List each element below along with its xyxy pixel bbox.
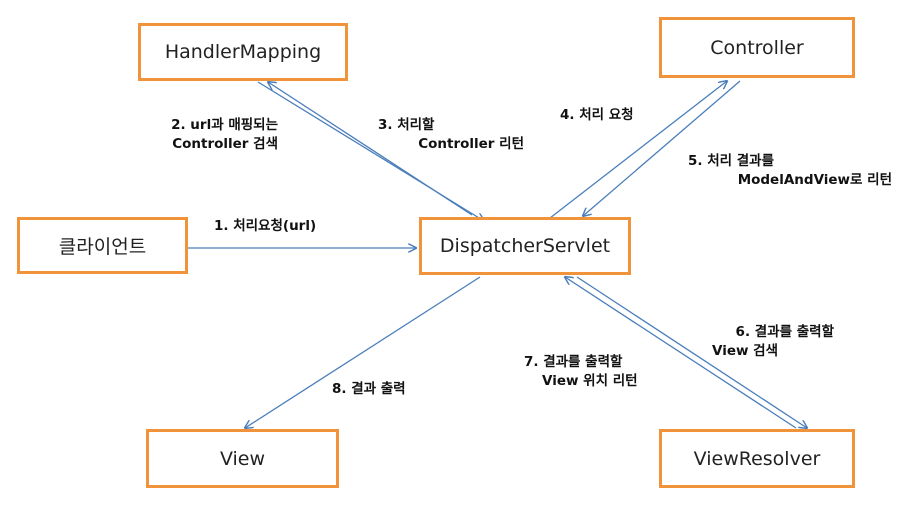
label-step4: 4. 처리 요청	[560, 107, 634, 123]
view-resolver-box: ViewResolver	[659, 429, 855, 488]
controller-box: Controller	[659, 17, 855, 78]
label-step7-line2: View 위치 리턴	[542, 373, 638, 389]
label-step7-line1: 7. 결과를 출력할	[524, 354, 623, 370]
label-step3-line2: Controller 리턴	[418, 136, 524, 152]
label-step2: 2. url과 매핑되는 Controller 검색	[130, 116, 278, 154]
label-step6-line2: View 검색	[712, 343, 779, 359]
label-step5-line1: 5. 처리 결과를	[688, 153, 775, 169]
label-step6: 6. 결과를 출력할 View 검색	[702, 323, 834, 361]
handler-mapping-box: HandlerMapping	[138, 23, 348, 81]
label-step8: 8. 결과 출력	[332, 381, 406, 397]
label-step6-line1: 6. 결과를 출력할	[735, 324, 834, 340]
label-step5: 5. 처리 결과를 ModelAndView로 리턴	[684, 152, 892, 190]
label-step2-line1: 2. url과 매핑되는	[171, 117, 278, 133]
arrow-handler-to-dispatcher	[257, 81, 484, 221]
label-step5-line2: ModelAndView로 리턴	[737, 172, 892, 188]
label-step3-line1: 3. 처리할	[378, 117, 435, 133]
arrow-controller-to-dispatcher	[583, 80, 741, 216]
label-step1: 1. 처리요청(url)	[214, 218, 317, 234]
dispatcher-servlet-box: DispatcherServlet	[419, 217, 631, 275]
arrow-dispatcher-to-controller	[549, 81, 727, 219]
label-step3: 3. 처리할 Controller 리턴	[372, 116, 524, 154]
client-box: 클라이언트	[17, 217, 188, 274]
label-step7: 7. 결과를 출력할 View 위치 리턴	[524, 353, 666, 391]
arrow-dispatcher-to-view	[245, 276, 481, 428]
label-step2-line2: Controller 검색	[172, 136, 278, 152]
arrow-dispatcher-to-viewresolver	[576, 276, 807, 428]
view-box: View	[146, 429, 339, 488]
arrow-viewresolver-to-dispatcher	[565, 277, 797, 429]
